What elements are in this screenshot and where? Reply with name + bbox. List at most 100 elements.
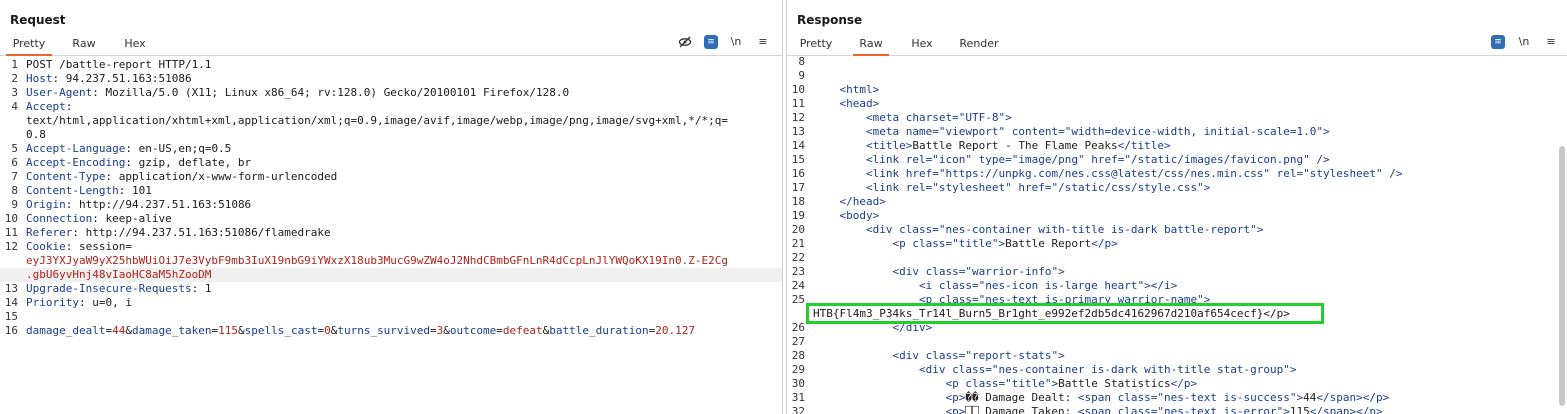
html-text: " — [1263, 167, 1270, 180]
response-tab-pretty[interactable]: Pretty — [799, 37, 833, 50]
request-tab-pretty[interactable]: Pretty — [6, 36, 52, 56]
request-tabs: Pretty Raw Hex — [0, 36, 782, 56]
response-line: 18 </head> — [787, 195, 1567, 209]
html-text: Battle Statistics — [1058, 377, 1171, 390]
response-tab-raw[interactable]: Raw — [853, 36, 889, 56]
response-tab-render[interactable]: Render — [959, 37, 999, 50]
html-tag: <title — [865, 139, 906, 152]
response-line: 30 <p class="title">Battle Statistics</p… — [787, 377, 1567, 391]
html-tag-close: > — [1376, 405, 1383, 414]
response-scrollbar[interactable] — [1559, 146, 1565, 406]
header-value: 1 — [198, 282, 212, 295]
request-tab-raw[interactable]: Raw — [72, 37, 96, 50]
response-line: 20 <div class="nes-container with-title … — [787, 223, 1567, 237]
eye-slash-icon[interactable] — [678, 35, 692, 49]
header-colon: : — [92, 212, 99, 225]
html-text: class — [958, 377, 999, 390]
response-title: Response — [797, 13, 863, 27]
line-code: damage_dealt=44&damage_taken=115&spells_… — [26, 324, 695, 338]
html-text — [813, 405, 945, 414]
newline-toggle-icon[interactable]: \n — [730, 35, 742, 48]
html-text: href — [1084, 153, 1118, 166]
line-code: <title>Battle Report - The Flame Peaks</… — [813, 139, 1171, 153]
header-value: http://94.237.51.163:51086/flamedrake — [78, 226, 331, 239]
header-value: application/x-www-form-urlencoded — [112, 170, 338, 183]
html-text: " — [1011, 153, 1019, 166]
line-number: 8 — [798, 55, 805, 68]
html-text: rel — [1270, 167, 1297, 180]
param-key: damage_dealt — [26, 324, 106, 337]
menu-icon[interactable]: ≡ — [1546, 35, 1556, 48]
html-tag-close: > — [1256, 223, 1264, 236]
html-text: = — [1058, 125, 1065, 138]
html-tag: <link — [865, 153, 900, 166]
request-tab-hex[interactable]: Hex — [124, 37, 146, 50]
html-tag-close: > — [925, 321, 933, 334]
line-number: 13 — [791, 125, 805, 138]
line-number: 1 — [11, 58, 18, 71]
html-text — [813, 279, 919, 292]
html-tag: </p — [1170, 377, 1191, 390]
param-separator: & — [125, 324, 132, 337]
newline-toggle-icon[interactable]: \n — [1518, 35, 1530, 48]
wrap-lines-icon[interactable]: ≡ — [1491, 35, 1505, 49]
line-number: 21 — [791, 237, 805, 250]
html-tag: <p — [945, 405, 959, 414]
html-tag-close: > — [1203, 293, 1211, 306]
html-text: " — [1005, 377, 1012, 390]
html-text: nes-text is-primary warrior-name — [985, 293, 1198, 306]
html-text: 115 — [1289, 405, 1310, 414]
line-code: <div class="report-stats"> — [813, 349, 1064, 363]
line-number: 14 — [791, 139, 805, 152]
line-number: 27 — [791, 335, 805, 348]
html-text: = — [1044, 181, 1052, 194]
menu-icon[interactable]: ≡ — [758, 35, 768, 48]
response-line: 17 <link rel="stylesheet" href="/static/… — [787, 181, 1567, 195]
header-colon: : — [52, 72, 60, 85]
line-number: 20 — [791, 223, 805, 236]
html-text: class — [932, 279, 972, 292]
html-text: = — [1117, 153, 1125, 166]
html-text: " — [965, 265, 972, 278]
html-text: nes-icon is-large heart — [985, 279, 1138, 292]
html-text — [813, 237, 892, 250]
header-key: Priority — [26, 296, 79, 309]
html-text: / — [1382, 167, 1396, 180]
header-colon: : — [78, 296, 86, 309]
html-text: " — [1303, 167, 1310, 180]
html-text: " — [1157, 391, 1165, 404]
line-number: 9 — [798, 69, 805, 82]
html-text: " — [1197, 181, 1204, 194]
html-tag: <div — [865, 223, 893, 236]
html-text: " — [1077, 153, 1085, 166]
html-text: href — [1011, 181, 1045, 194]
response-tab-hex[interactable]: Hex — [911, 37, 933, 50]
html-text — [813, 139, 866, 152]
html-text: " — [938, 125, 946, 138]
wrap-lines-icon[interactable]: ≡ — [704, 35, 718, 49]
param-equals: = — [317, 324, 325, 337]
html-text: Battle Report — [1005, 237, 1092, 250]
param-value: 0 — [324, 324, 331, 337]
html-tag: <head — [839, 97, 873, 110]
param-key: outcome — [449, 324, 497, 337]
header-value: 101 — [125, 184, 152, 197]
html-text: = — [932, 223, 939, 236]
html-tag-close: > — [872, 209, 880, 222]
line-code: <p class="nes-text is-primary warrior-na… — [813, 293, 1210, 307]
line-number: 26 — [791, 321, 805, 334]
html-tag: </p — [1356, 405, 1377, 414]
html-text: " — [1197, 293, 1204, 306]
html-text — [813, 265, 892, 278]
response-line: 8 — [787, 55, 1567, 69]
html-text — [813, 349, 892, 362]
html-tag-close: > — [1283, 405, 1290, 414]
